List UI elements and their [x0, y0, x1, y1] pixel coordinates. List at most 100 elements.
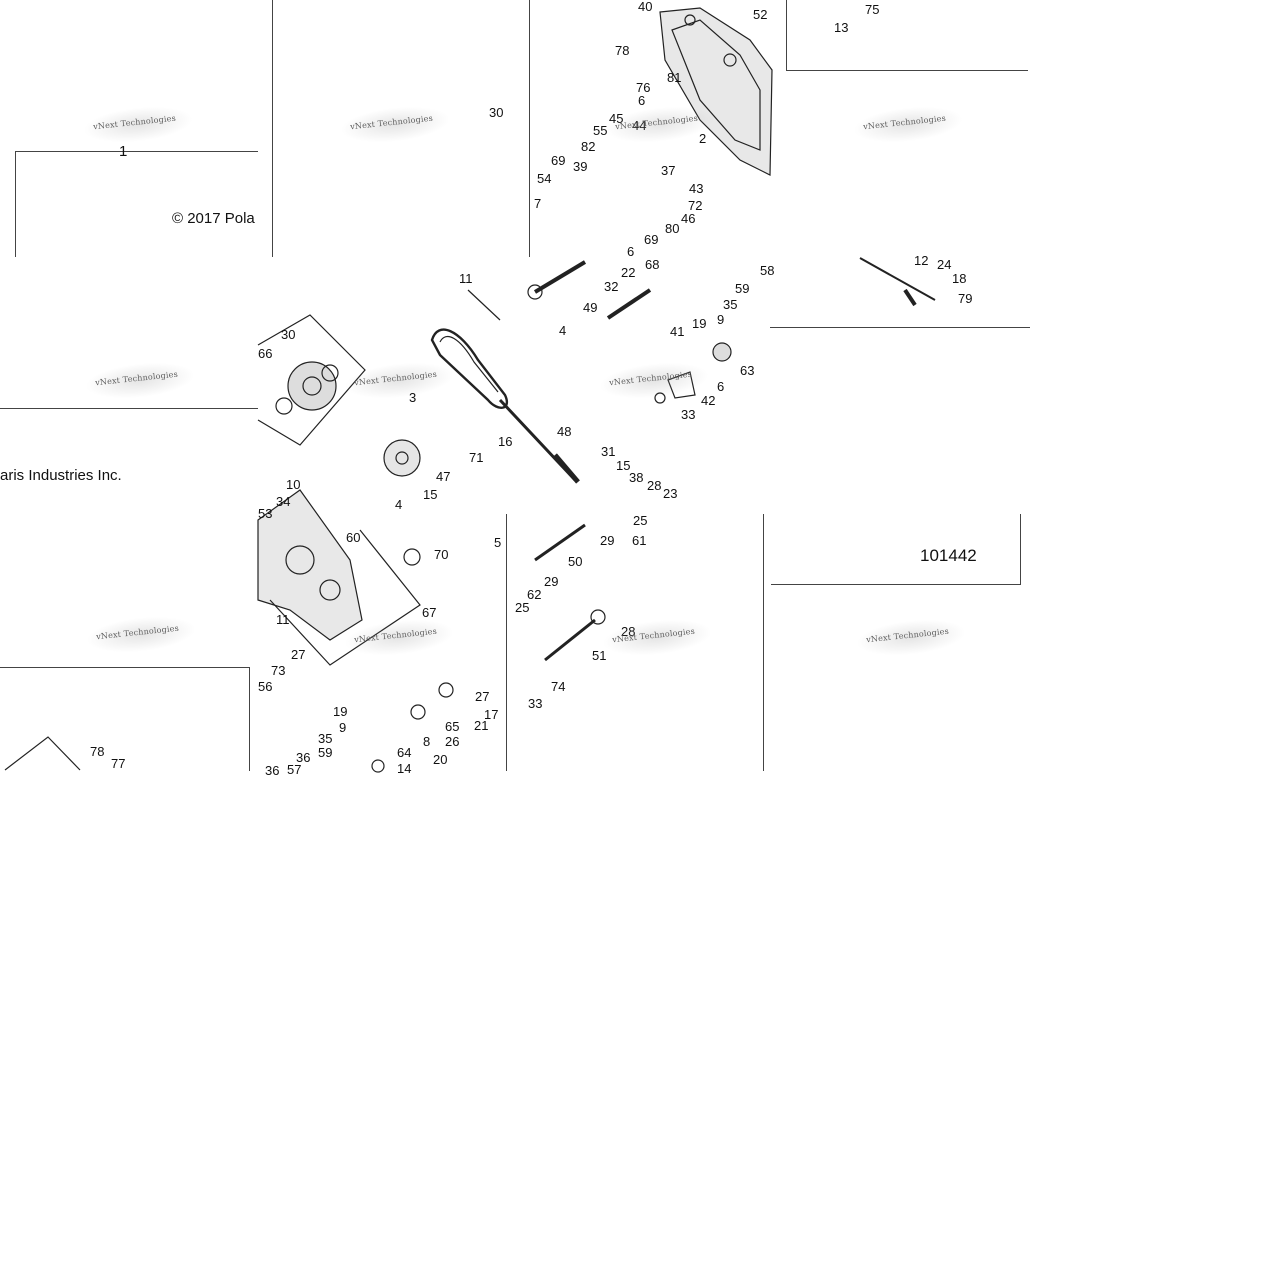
small-gear: [371, 759, 385, 773]
callout-label: 22: [621, 265, 636, 280]
output-shaft: [534, 523, 586, 562]
small-gear: [410, 704, 426, 720]
callout-label: 73: [271, 663, 286, 678]
frame-line: [763, 514, 764, 771]
callout-label: 14: [397, 761, 412, 776]
callout-label: 40: [638, 0, 653, 14]
callout-label: 9: [339, 720, 347, 735]
callout-label: 58: [760, 263, 775, 278]
callout-label: 78: [615, 43, 630, 58]
shaft: [533, 260, 587, 294]
callout-label: 56: [258, 679, 273, 694]
callout-label: 13: [834, 20, 849, 35]
callout-label: 66: [258, 346, 273, 361]
callout-label: 54: [537, 171, 552, 186]
callout-label: 5: [494, 535, 502, 550]
callout-label: 19: [692, 316, 707, 331]
callout-label: 77: [111, 756, 126, 771]
gear-housing-top: [659, 7, 773, 176]
housing-bolt: [723, 53, 737, 67]
callout-label: 9: [717, 312, 725, 327]
callout-label: 6: [717, 379, 725, 394]
callout-label: 35: [318, 731, 333, 746]
watermark: vNext Technologies: [608, 369, 693, 388]
callout-label: 43: [689, 181, 704, 196]
shaft-end: [527, 284, 543, 300]
shaft: [606, 288, 652, 320]
callout-label: 55: [593, 123, 608, 138]
callout-label: 32: [604, 279, 619, 294]
callout-label: 46: [681, 211, 696, 226]
callout-label: 20: [433, 752, 448, 767]
callout-label: 33: [681, 407, 696, 422]
callout-label: 15: [423, 487, 438, 502]
callout-label: 62: [527, 587, 542, 602]
callout-label: 82: [581, 139, 596, 154]
frame-line: [15, 151, 16, 257]
callout-label: 79: [958, 291, 973, 306]
frame-line: [15, 151, 258, 152]
callout-label: 10: [286, 477, 301, 492]
callout-label: 65: [445, 719, 460, 734]
callout-label: 42: [701, 393, 716, 408]
callout-label: 72: [688, 198, 703, 213]
callout-label: 48: [557, 424, 572, 439]
group-box: [4, 736, 81, 771]
frame-line: [786, 70, 1028, 71]
housing-opening: [319, 579, 341, 601]
callout-label: 78: [90, 744, 105, 759]
callout-label: 16: [498, 434, 513, 449]
callout-label: 27: [475, 689, 490, 704]
callout-label: 30: [281, 327, 296, 342]
callout-label: 63: [740, 363, 755, 378]
callout-label: 69: [551, 153, 566, 168]
watermark: vNext Technologies: [611, 626, 696, 645]
watermark: vNext Technologies: [353, 369, 438, 388]
watermark: vNext Technologies: [614, 113, 699, 132]
shaft-spline: [553, 453, 580, 484]
housing-detail: [671, 19, 761, 151]
sprocket: [383, 439, 421, 477]
frame-line: [771, 584, 1021, 585]
callout-label: 69: [644, 232, 659, 247]
callout-label: 8: [423, 734, 431, 749]
callout-label: 67: [422, 605, 437, 620]
frame-line: [0, 667, 250, 668]
tile-bottom-left: [0, 667, 250, 771]
callout-label: 25: [515, 600, 530, 615]
callout-label: 23: [663, 486, 678, 501]
large-gear-hub: [302, 376, 322, 396]
callout-label: 31: [601, 444, 616, 459]
sheet-ref: 1: [119, 143, 128, 160]
callout-label: 12: [914, 253, 929, 268]
callout-label: 61: [632, 533, 647, 548]
tile-top-left: 1 © 2017 Pola vNext Technologies: [0, 0, 273, 257]
tile-top-center: vNext Technologies: [273, 0, 530, 257]
gear-housing-bottom: [257, 489, 363, 641]
bearing: [275, 397, 293, 415]
callout-label: 59: [318, 745, 333, 760]
callout-label: 37: [661, 163, 676, 178]
watermark: vNext Technologies: [353, 626, 438, 645]
output-shaft: [544, 618, 596, 662]
callout-label: 38: [629, 470, 644, 485]
callout-label: 64: [397, 745, 412, 760]
tile-mid-right: 101442 vNext Technologies: [763, 514, 1021, 771]
callout-label: 25: [633, 513, 648, 528]
copyright-text: © 2017 Pola: [172, 210, 255, 227]
callout-label: 47: [436, 469, 451, 484]
callout-label: 59: [735, 281, 750, 296]
callout-label: 28: [647, 478, 662, 493]
callout-label: 11: [276, 612, 290, 627]
drawing-number: 101442: [920, 546, 977, 565]
callout-label: 49: [583, 300, 598, 315]
group-box: [467, 289, 501, 321]
callout-label: 50: [568, 554, 583, 569]
callout-label: 4: [559, 323, 567, 338]
callout-label: 4: [395, 497, 403, 512]
bearing: [321, 364, 339, 382]
frame-line: [786, 0, 787, 71]
seal: [403, 548, 421, 566]
housing-opening: [285, 545, 315, 575]
shift-lever: [859, 257, 936, 301]
